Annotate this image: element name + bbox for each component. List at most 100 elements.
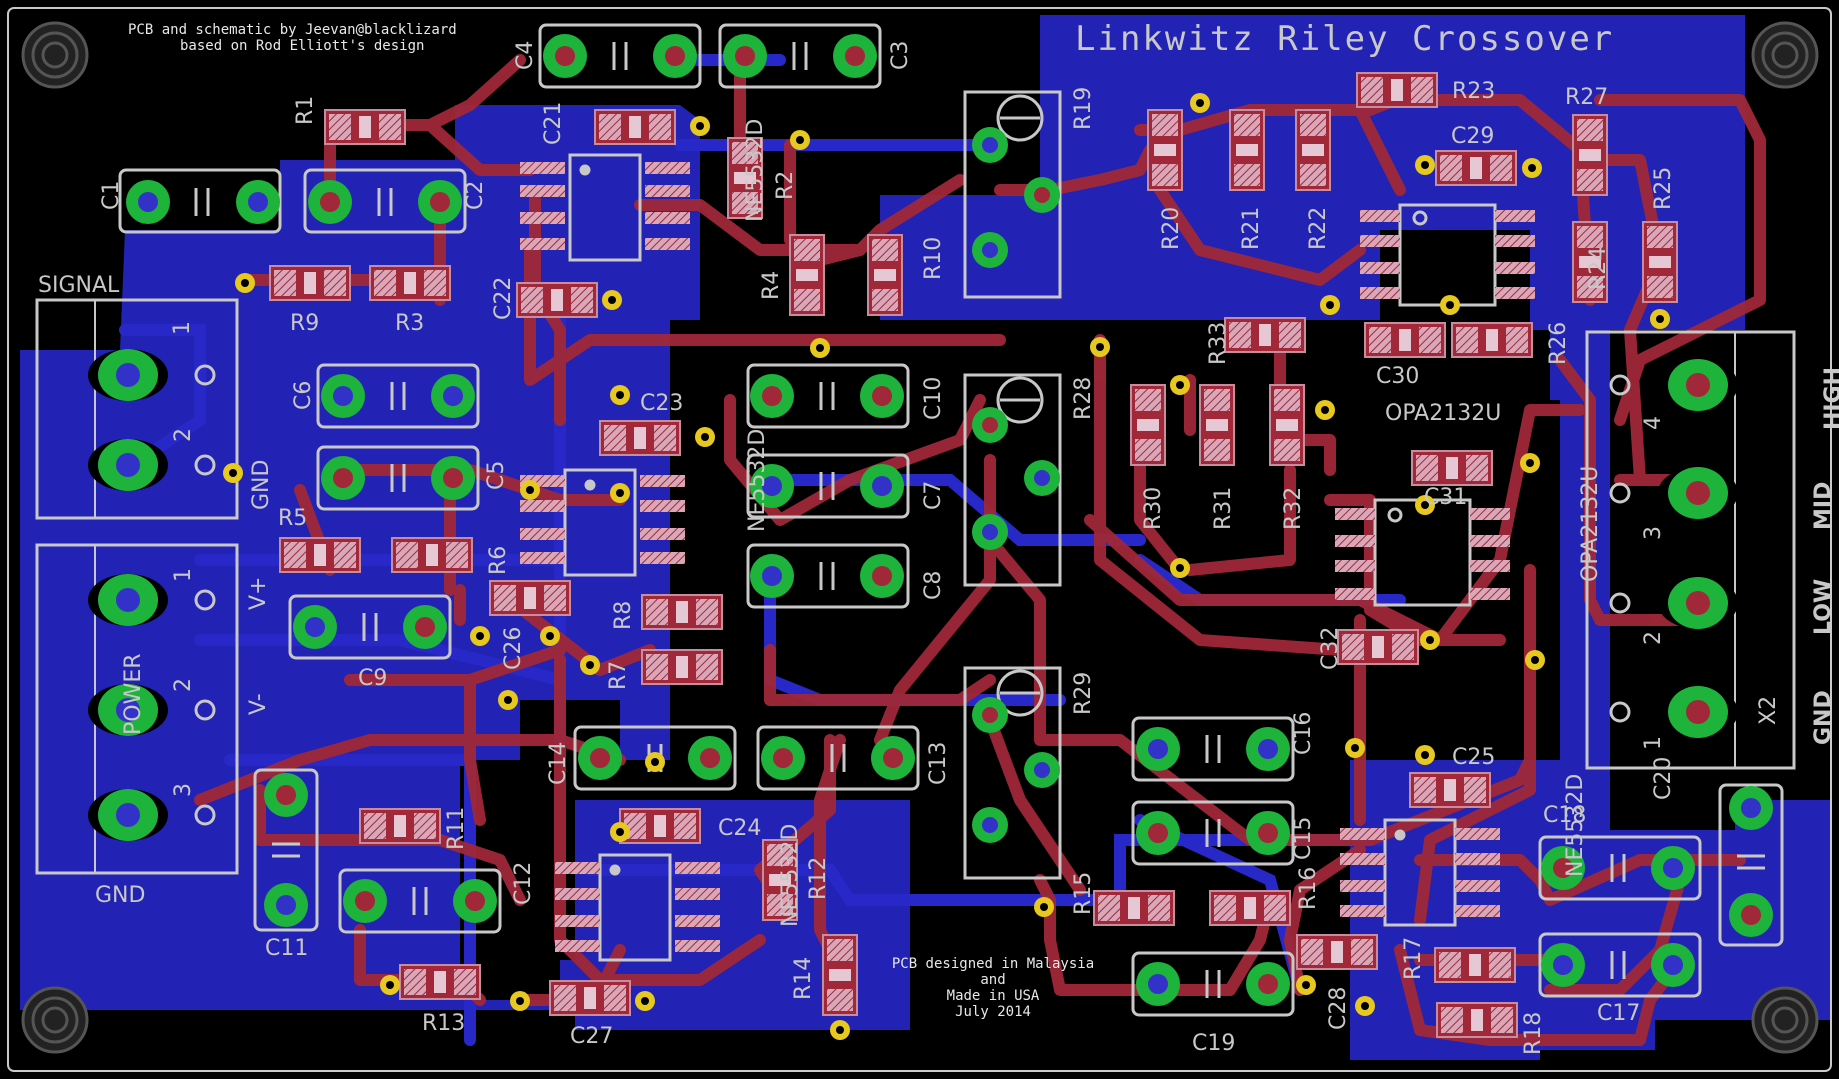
ref-r23: R23 xyxy=(1452,79,1495,104)
ref-c6: C6 xyxy=(291,381,316,410)
smd-r18 xyxy=(1436,1002,1518,1038)
cap-c5 xyxy=(316,445,480,511)
cap-c10 xyxy=(746,363,910,429)
ref-c11: C11 xyxy=(265,936,308,961)
ref-c25: C25 xyxy=(1452,745,1495,770)
smd-c22 xyxy=(516,282,598,318)
ref-r32: R32 xyxy=(1281,487,1306,530)
smd-c27 xyxy=(549,980,631,1016)
smd-r24 xyxy=(1572,221,1608,303)
ref-c31: C31 xyxy=(1424,485,1467,510)
ref-c27: C27 xyxy=(570,1024,613,1049)
ref-r27: R27 xyxy=(1565,85,1608,110)
ref-r18: R18 xyxy=(1521,1012,1546,1055)
smd-r6 xyxy=(391,537,473,573)
vias xyxy=(223,93,1670,1040)
signal-pin-1: 1 xyxy=(170,321,195,335)
smd-r10 xyxy=(867,234,903,316)
footer-line-1: PCB designed in Malaysia xyxy=(892,956,1094,972)
power-pin-2: 2 xyxy=(171,678,196,692)
smd-r5 xyxy=(279,537,361,573)
output-pin-4: 4 xyxy=(1641,416,1666,430)
cap-c3 xyxy=(718,23,882,89)
ic-u4-label: OPA2132U xyxy=(1385,401,1501,426)
film-capacitors xyxy=(118,23,1784,1017)
smd-c28 xyxy=(1296,934,1378,970)
ref-c32: C32 xyxy=(1318,627,1343,670)
signal-gnd: GND xyxy=(249,460,274,510)
smd-r22 xyxy=(1295,109,1331,191)
cap-c4 xyxy=(538,23,702,89)
board-outline xyxy=(7,7,1832,1072)
cap-c14 xyxy=(573,725,737,791)
ref-c23: C23 xyxy=(640,391,683,416)
ref-r20: R20 xyxy=(1159,207,1184,250)
smd-r14 xyxy=(822,934,858,1016)
ref-r1: R1 xyxy=(293,96,318,125)
credit-line-2: based on Rod Elliott's design xyxy=(180,38,424,54)
smd-r31 xyxy=(1199,384,1235,466)
ref-c15: C15 xyxy=(1291,817,1316,860)
power-vplus: V+ xyxy=(246,577,271,610)
smd-r30 xyxy=(1130,384,1166,466)
power-vminus: V- xyxy=(246,693,271,715)
ref-c22: C22 xyxy=(491,277,516,320)
smd-c23 xyxy=(599,420,681,456)
smd-footprints xyxy=(269,72,1678,1038)
smd-c31 xyxy=(1411,450,1493,486)
footer-line-4: July 2014 xyxy=(955,1004,1031,1020)
signal-connector: SIGNAL 1 2 GND xyxy=(35,273,274,520)
output-name: X2 xyxy=(1756,696,1781,725)
ic-labels: NE5532D NE5532D NE5532D OPA2132U OPA2132… xyxy=(743,119,1603,927)
cap-c11 xyxy=(253,768,319,932)
trimmer-pots xyxy=(963,90,1062,880)
ref-c30: C30 xyxy=(1376,364,1419,389)
smd-c21 xyxy=(594,109,676,145)
ref-r25: R25 xyxy=(1651,167,1676,210)
smd-r1 xyxy=(324,109,406,145)
mounting-holes xyxy=(21,21,1819,1054)
smd-r25 xyxy=(1642,221,1678,303)
ref-r24: R24 xyxy=(1586,247,1611,290)
power-pin-3: 3 xyxy=(171,783,196,797)
ref-r22: R22 xyxy=(1306,207,1331,250)
output-high: HIGH xyxy=(1821,367,1839,430)
ref-r31: R31 xyxy=(1211,487,1236,530)
ref-c29: C29 xyxy=(1451,124,1494,149)
output-pin-3: 3 xyxy=(1641,526,1666,540)
ic-packages xyxy=(520,153,1535,962)
smd-r33 xyxy=(1224,317,1306,353)
ref-r33: R33 xyxy=(1206,322,1231,365)
ic-u3-label: NE5532D xyxy=(778,824,803,927)
ref-r6: R6 xyxy=(486,546,511,575)
ref-r12: R12 xyxy=(806,857,831,900)
ref-c8: C8 xyxy=(921,571,946,600)
ref-c2: C2 xyxy=(463,181,488,210)
ic-u2-label: NE5532D xyxy=(745,429,770,532)
power-connector: POWER 1 2 3 V+ V- GND xyxy=(35,543,271,908)
ref-c20: C20 xyxy=(1651,757,1676,800)
cap-c19 xyxy=(1131,951,1295,1017)
ref-c19: C19 xyxy=(1192,1031,1235,1056)
smd-r23 xyxy=(1356,72,1438,108)
smd-r15 xyxy=(1093,890,1175,926)
ic-u6 xyxy=(1340,818,1500,927)
output-gnd: GND xyxy=(1811,690,1836,745)
footer-note: PCB designed in Malaysia and Made in USA… xyxy=(892,956,1094,1020)
smd-r16 xyxy=(1209,890,1291,926)
ref-r8: R8 xyxy=(611,601,636,630)
ref-c7: C7 xyxy=(921,481,946,510)
cap-c20 xyxy=(1718,783,1784,947)
ref-r11: R11 xyxy=(444,807,469,850)
ref-r7: R7 xyxy=(606,661,631,690)
ref-c9: C9 xyxy=(358,666,387,691)
smd-r17 xyxy=(1434,947,1516,983)
smd-r11 xyxy=(359,808,441,844)
output-mid: MID xyxy=(1811,482,1836,530)
ref-c18: C18 xyxy=(1543,803,1586,828)
ref-c1: C1 xyxy=(99,181,124,210)
ref-r17: R17 xyxy=(1401,937,1426,980)
ref-r19: R19 xyxy=(1071,87,1096,130)
pot-r19 xyxy=(963,90,1062,299)
